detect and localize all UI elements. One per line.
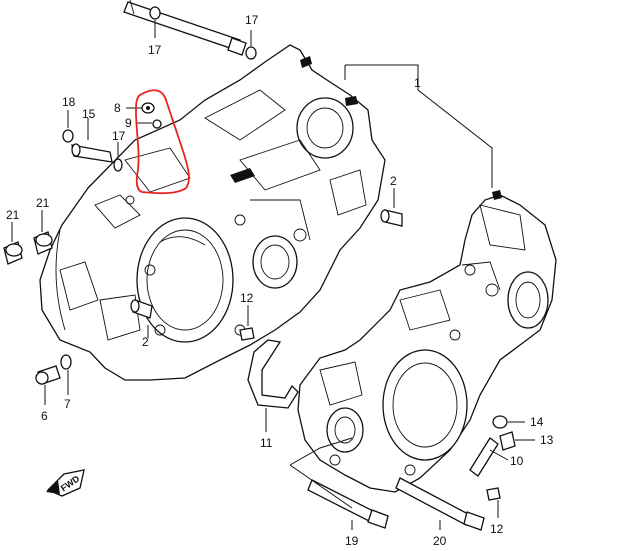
callout-12: 12	[240, 291, 254, 305]
guide-plate	[247, 339, 299, 409]
callout-8: 8	[114, 101, 121, 115]
small-parts	[3, 102, 516, 531]
callout-2: 2	[390, 174, 397, 188]
fwd-arrow: FWD	[46, 469, 85, 497]
callout-17: 17	[148, 43, 162, 57]
right-crankcase	[297, 190, 557, 493]
callout-20: 20	[433, 534, 447, 548]
callout-17: 17	[112, 129, 126, 143]
leader-lines	[11, 20, 535, 530]
callout-7: 7	[64, 397, 71, 411]
callout-19: 19	[345, 534, 359, 548]
callout-12: 12	[490, 522, 504, 536]
callout-15: 15	[82, 107, 96, 121]
callout-14: 14	[530, 415, 544, 429]
callout-17: 17	[245, 13, 259, 27]
callout-1: 1	[414, 76, 421, 90]
callout-21: 21	[6, 208, 20, 222]
top-bolt	[123, 0, 257, 60]
left-crankcase	[39, 44, 386, 381]
callout-6: 6	[41, 409, 48, 423]
highlight-outline	[135, 89, 190, 195]
callout-9: 9	[125, 116, 132, 130]
callout-21: 21	[36, 196, 50, 210]
callout-10: 10	[510, 454, 524, 468]
callout-18: 18	[62, 95, 76, 109]
callout-11: 11	[260, 436, 273, 450]
callout-2: 2	[142, 335, 149, 349]
callout-13: 13	[540, 433, 554, 447]
callout-labels: 17 17 18 15 17 8 9 21 21 1 2 2 12 6 7 11…	[6, 13, 554, 548]
